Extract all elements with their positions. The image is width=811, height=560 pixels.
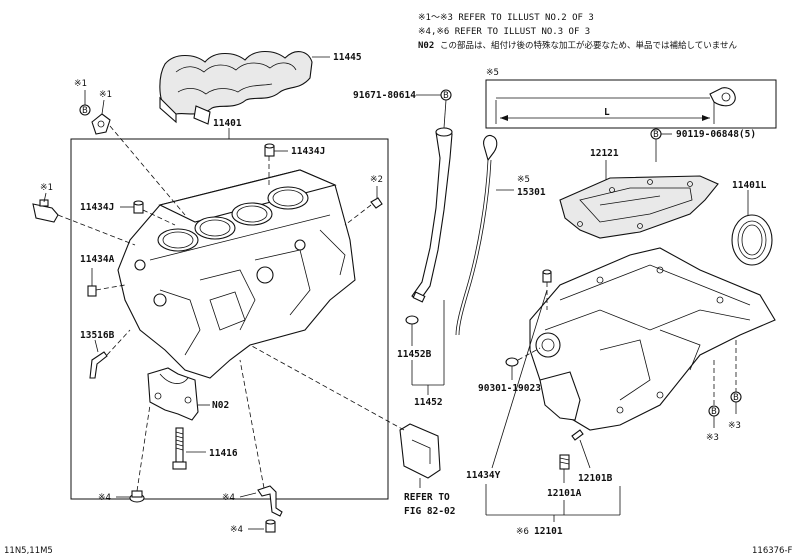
label-11401: 11401 <box>213 118 242 129</box>
dipstick-guide-11452 <box>411 127 453 303</box>
mark-1b: ※1 <box>99 90 112 100</box>
mark-4b: ※4 <box>222 493 235 503</box>
mark-3a: ※3 <box>706 433 719 443</box>
bolt-11416 <box>172 427 187 470</box>
bracket-refer <box>399 423 441 479</box>
stud-12101A <box>559 454 570 470</box>
label-12121: 12121 <box>590 148 619 159</box>
cylinder-block <box>117 169 356 379</box>
mark-3b: ※3 <box>728 421 741 431</box>
pin-12101B <box>571 429 584 441</box>
circle-b-4: B <box>708 405 720 417</box>
circle-b-1: B <box>79 104 91 116</box>
dipstick-length-frame <box>485 79 777 129</box>
oil-seal-11401L <box>731 214 773 266</box>
note-line-2: ※4,※6 REFER TO ILLUST NO.3 OF 3 <box>418 27 590 37</box>
label-11434J-left: 11434J <box>80 202 114 213</box>
label-90119: 90119-06848(5) <box>676 129 756 140</box>
label-11434A: 11434A <box>80 254 115 265</box>
pin-11434A <box>87 285 97 297</box>
o-ring-11452B <box>405 315 419 325</box>
mark-1-sensor: ※1 <box>40 183 53 193</box>
svg-text:B: B <box>711 407 717 417</box>
plug-4a <box>129 490 145 503</box>
label-12101B: 12101B <box>578 473 613 484</box>
dipstick-15301 <box>455 134 498 336</box>
mark-4a: ※4 <box>98 493 111 503</box>
svg-text:B: B <box>653 130 659 140</box>
mark-1a: ※1 <box>74 79 87 89</box>
mark-6: ※6 <box>516 527 529 537</box>
sensor-top-1 <box>91 113 111 135</box>
label-11445: 11445 <box>333 52 362 63</box>
bearing-cap-N02 <box>147 367 199 421</box>
knock-sensor-1 <box>32 199 59 223</box>
label-11452B: 11452B <box>397 349 432 360</box>
label-90301: 90301-19023 <box>478 383 541 394</box>
label-11434Y: 11434Y <box>466 470 501 481</box>
svg-text:B: B <box>443 91 449 101</box>
mark-5b: ※5 <box>517 175 530 185</box>
refer-line-2: FIG 82-02 <box>404 506 455 517</box>
knock-pin-11434J-top <box>264 143 275 157</box>
crankcase-12101 <box>529 247 776 431</box>
note-line-1: ※1～※3 REFER TO ILLUST NO.2 OF 3 <box>418 13 594 23</box>
label-11452: 11452 <box>414 397 443 408</box>
svg-text:B: B <box>82 106 88 116</box>
refer-line-1: REFER TO <box>404 492 450 503</box>
footer-engine-code: 11N5,11M5 <box>4 546 53 556</box>
circle-b-5: B <box>730 391 742 403</box>
pipe-4 <box>257 485 283 517</box>
label-11416: 11416 <box>209 448 238 459</box>
label-91671: 91671-80614 <box>353 90 416 101</box>
circle-b-2: B <box>440 89 452 101</box>
note-line-3-code: N02 <box>418 41 434 51</box>
footer-illustration-id: 116376-F <box>752 546 793 556</box>
o-ring-90301 <box>505 357 519 367</box>
label-13516B: 13516B <box>80 330 115 341</box>
label-15301: 15301 <box>517 187 546 198</box>
plug-4c <box>265 519 276 533</box>
note-line-3-text: この部品は、組付け後の特殊な加工が必要なため、単品では補給していません <box>440 40 737 51</box>
block-group-frame <box>70 138 389 500</box>
insulator-11445 <box>159 50 313 125</box>
label-12101: 12101 <box>534 526 563 537</box>
label-12101A: 12101A <box>547 488 582 499</box>
mark-2: ※2 <box>370 175 383 185</box>
mark-4c: ※4 <box>230 525 243 535</box>
knock-pin-11434J-left <box>133 200 144 214</box>
pin-11434Y <box>542 269 552 283</box>
label-11401L: 11401L <box>732 180 767 191</box>
label-11434J-top: 11434J <box>291 146 325 157</box>
svg-text:B: B <box>733 393 739 403</box>
dim-L: L <box>604 107 610 118</box>
mark-5a: ※5 <box>486 68 499 78</box>
label-N02: N02 <box>212 400 229 411</box>
plug-2 <box>370 197 383 209</box>
dipstick-length-drawing <box>495 87 736 124</box>
circle-b-3: B <box>650 128 662 140</box>
pipe-13516B <box>89 351 108 379</box>
baffle-plate-12121 <box>559 175 719 239</box>
